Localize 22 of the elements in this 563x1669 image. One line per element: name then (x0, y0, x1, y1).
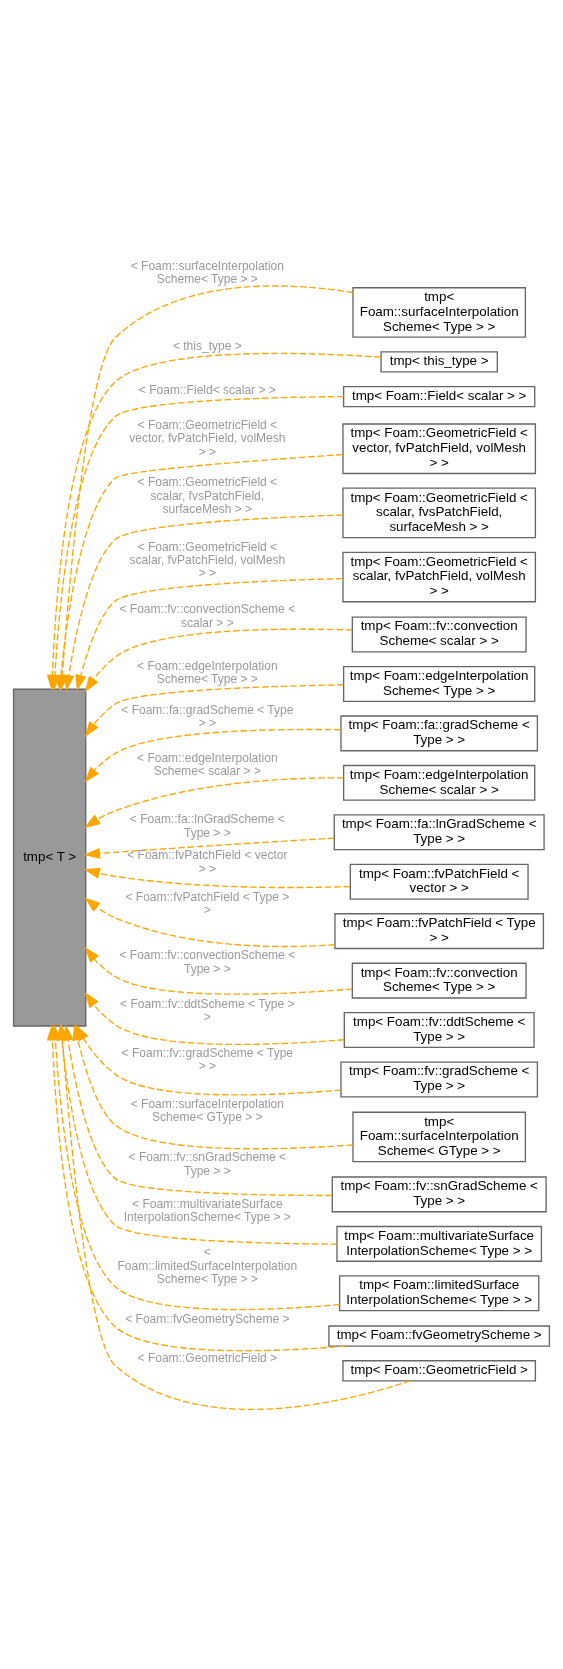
edge-label: < Foam::GeometricField > (137, 1350, 278, 1365)
edge-label: < Foam::fv::snGradScheme < Type > > (128, 1149, 287, 1178)
edge-label: < Foam::fv::convectionScheme < scalar > > (119, 601, 296, 630)
edge-label: < Foam::multivariateSurface InterpolationScheme< Type > > (123, 1196, 291, 1224)
edge-label: < Foam::surfaceInterpolation Scheme< GType > > (130, 1096, 284, 1124)
edge-label: < Foam::fvGeometryScheme > (125, 1311, 290, 1326)
edge-label: < Foam::fv::convectionScheme < Type > > (119, 947, 296, 976)
edge-label: < Foam::fvPatchField < vector > > (127, 847, 288, 876)
edge-label: < Foam::fv::gradScheme < Type > > (121, 1045, 294, 1073)
edge-label: < Foam::edgeInterpolation Scheme< scalar > > (137, 750, 278, 778)
edge-label: < Foam::edgeInterpolation Scheme< Type > > (137, 658, 278, 686)
edge-label: < Foam::fa::gradScheme < Type > > (121, 702, 294, 730)
edge-label: < Foam::fvPatchField < Type > > (125, 889, 290, 917)
edge-label: < Foam::GeometricField < scalar, fvPatchField, volMesh > > (129, 539, 286, 580)
edge-label: < Foam::surfaceInterpolation Scheme< Type > > (130, 258, 284, 286)
edge-label: < Foam::fv::ddtScheme < Type > > (120, 996, 295, 1024)
edge-label: < Foam::GeometricField < scalar, fvsPatchField, surfaceMesh > > (137, 474, 278, 516)
edge-label: < Foam::GeometricField < vector, fvPatchField, volMesh > > (129, 417, 286, 459)
edge-label: < Foam::Field< scalar > > (138, 382, 276, 397)
edge-label: < Foam::fa::lnGradScheme < Type > > (129, 811, 285, 840)
edge-label: < this_type > (172, 338, 242, 353)
edge-label: < Foam::limitedSurfaceInterpolation Scheme< Type > > (117, 1244, 298, 1286)
